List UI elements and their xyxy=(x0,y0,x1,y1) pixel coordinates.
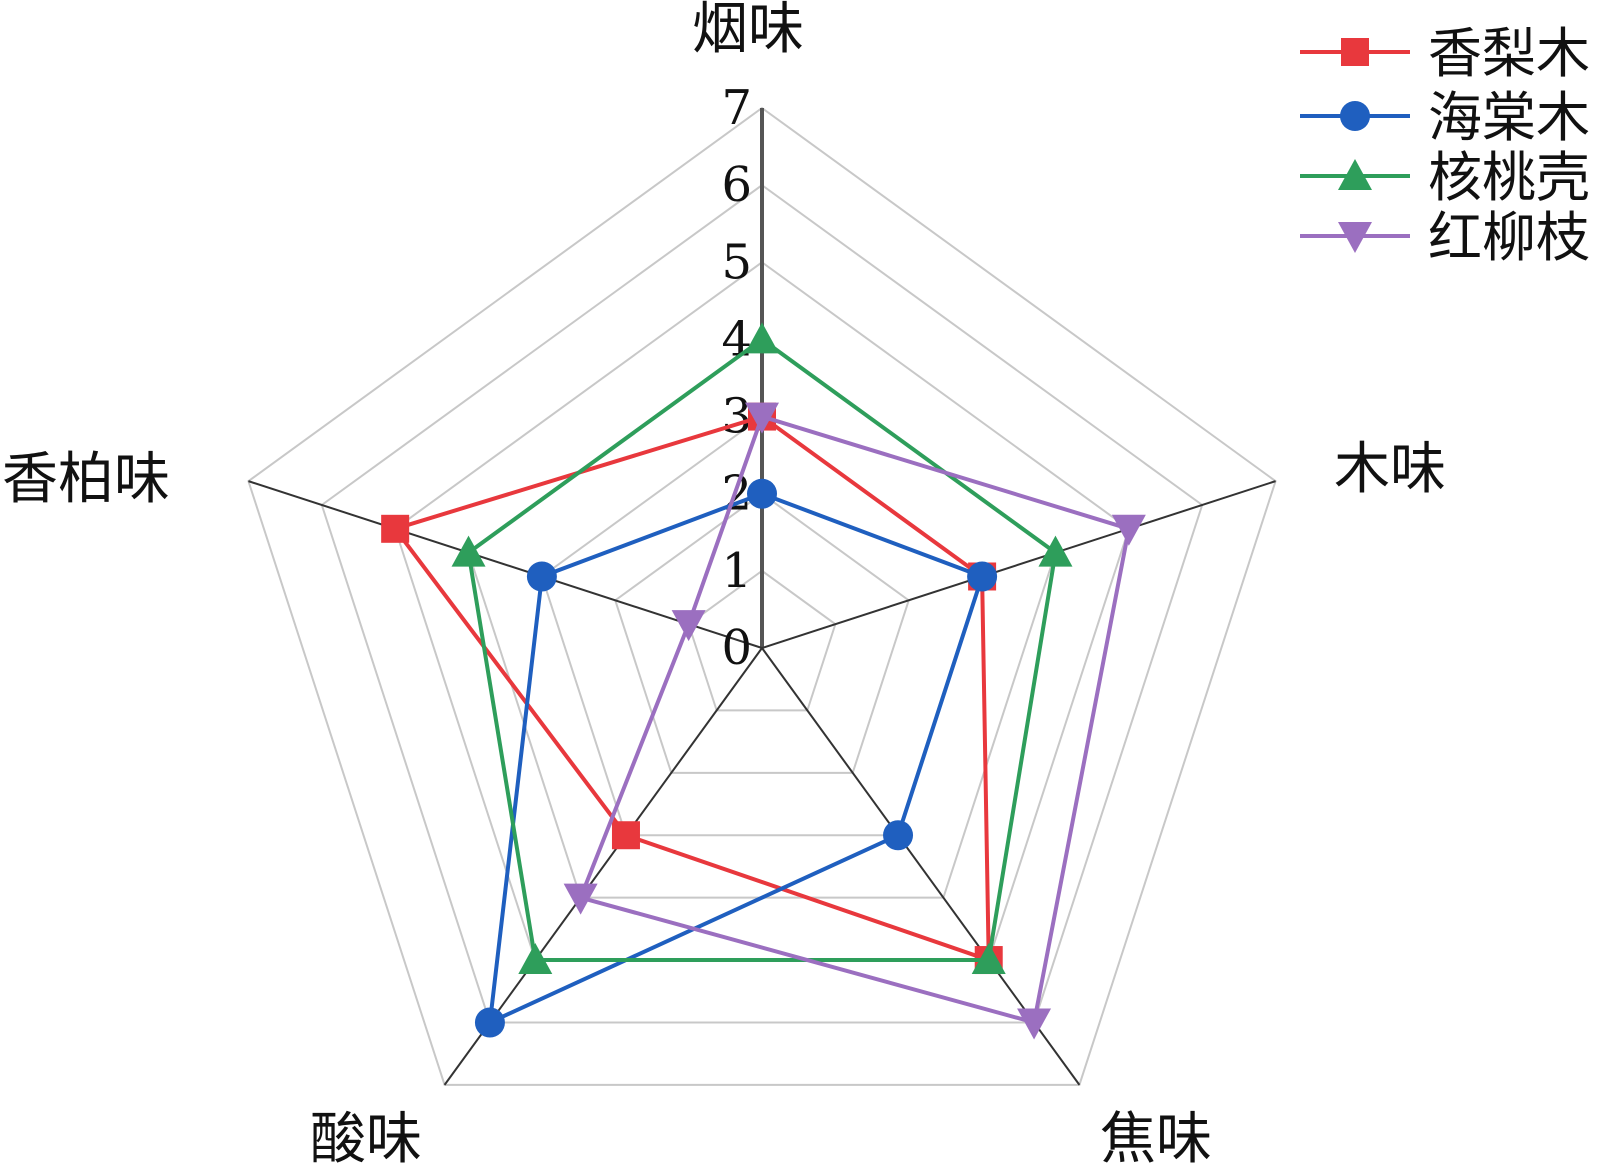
series-0-point-3 xyxy=(611,821,640,850)
series-0 xyxy=(381,402,1003,975)
series-1-point-3 xyxy=(474,1007,505,1038)
tick-label-6: 6 xyxy=(721,157,752,213)
legend: 香梨木 海棠木 核桃壳 红柳枝 xyxy=(1300,22,1590,269)
tick-label-0: 0 xyxy=(721,620,752,676)
series-3-point-4 xyxy=(671,610,706,642)
axis-label-wood: 木味 xyxy=(1334,437,1446,502)
series-2 xyxy=(451,322,1073,975)
radar-spokes xyxy=(248,108,1276,1086)
tick-label-3: 3 xyxy=(721,389,752,445)
radar-series xyxy=(381,322,1146,1040)
legend-swatch-1 xyxy=(1300,101,1410,131)
tick-label-1: 1 xyxy=(721,543,752,599)
legend-label-2: 核桃壳 xyxy=(1428,146,1590,209)
series-1-point-4 xyxy=(526,561,557,592)
series-1-point-2 xyxy=(883,820,914,851)
series-2-point-4 xyxy=(451,535,486,567)
axis-label-sour: 酸味 xyxy=(310,1107,422,1168)
series-3-point-0 xyxy=(745,402,779,434)
legend-marker-1 xyxy=(1340,101,1370,131)
axis-label-burnt: 焦味 xyxy=(1100,1107,1212,1168)
grid-ring-2 xyxy=(614,492,910,774)
series-line-3 xyxy=(577,414,1132,1025)
series-2-point-0 xyxy=(745,322,779,354)
tick-label-5: 5 xyxy=(721,234,752,290)
grid-ring-7 xyxy=(247,106,1277,1086)
series-line-2 xyxy=(466,336,1058,963)
series-3 xyxy=(563,402,1146,1040)
legend-label-3: 红柳枝 xyxy=(1428,206,1590,269)
spoke-4 xyxy=(248,480,763,649)
series-2-point-2 xyxy=(971,943,1006,975)
legend-label-0: 香梨木 xyxy=(1428,22,1590,85)
axis-labels: 烟味 木味 焦味 酸味 香柏味 xyxy=(2,0,1446,1168)
legend-label-1: 海棠木 xyxy=(1428,86,1590,149)
series-3-point-2 xyxy=(1017,1008,1052,1040)
series-1-point-0 xyxy=(747,478,777,509)
legend-marker-0 xyxy=(1341,38,1369,66)
tick-label-7: 7 xyxy=(721,80,752,136)
legend-swatch-3 xyxy=(1300,222,1410,253)
series-2-point-3 xyxy=(518,943,553,975)
legend-swatch-2 xyxy=(1300,159,1410,190)
series-3-point-3 xyxy=(563,883,598,915)
axis-label-cedar: 香柏味 xyxy=(2,447,170,512)
spoke-1 xyxy=(761,480,1276,649)
legend-marker-2 xyxy=(1338,159,1372,190)
axis-label-smoke: 烟味 xyxy=(692,0,804,62)
series-3-point-1 xyxy=(1111,514,1146,546)
legend-item-3: 红柳枝 xyxy=(1300,206,1590,269)
series-0-point-4 xyxy=(381,514,410,543)
series-2-point-1 xyxy=(1038,535,1073,567)
grid-ring-6 xyxy=(320,183,1204,1024)
legend-item-2: 核桃壳 xyxy=(1300,146,1590,209)
legend-item-1: 海棠木 xyxy=(1300,86,1590,149)
legend-swatch-0 xyxy=(1300,38,1410,66)
series-line-0 xyxy=(391,414,991,963)
legend-marker-3 xyxy=(1338,222,1372,253)
series-1-point-1 xyxy=(967,561,998,592)
radial-tick-labels: 0 1 2 3 4 5 6 7 xyxy=(721,80,752,676)
legend-item-0: 香梨木 xyxy=(1300,22,1590,85)
